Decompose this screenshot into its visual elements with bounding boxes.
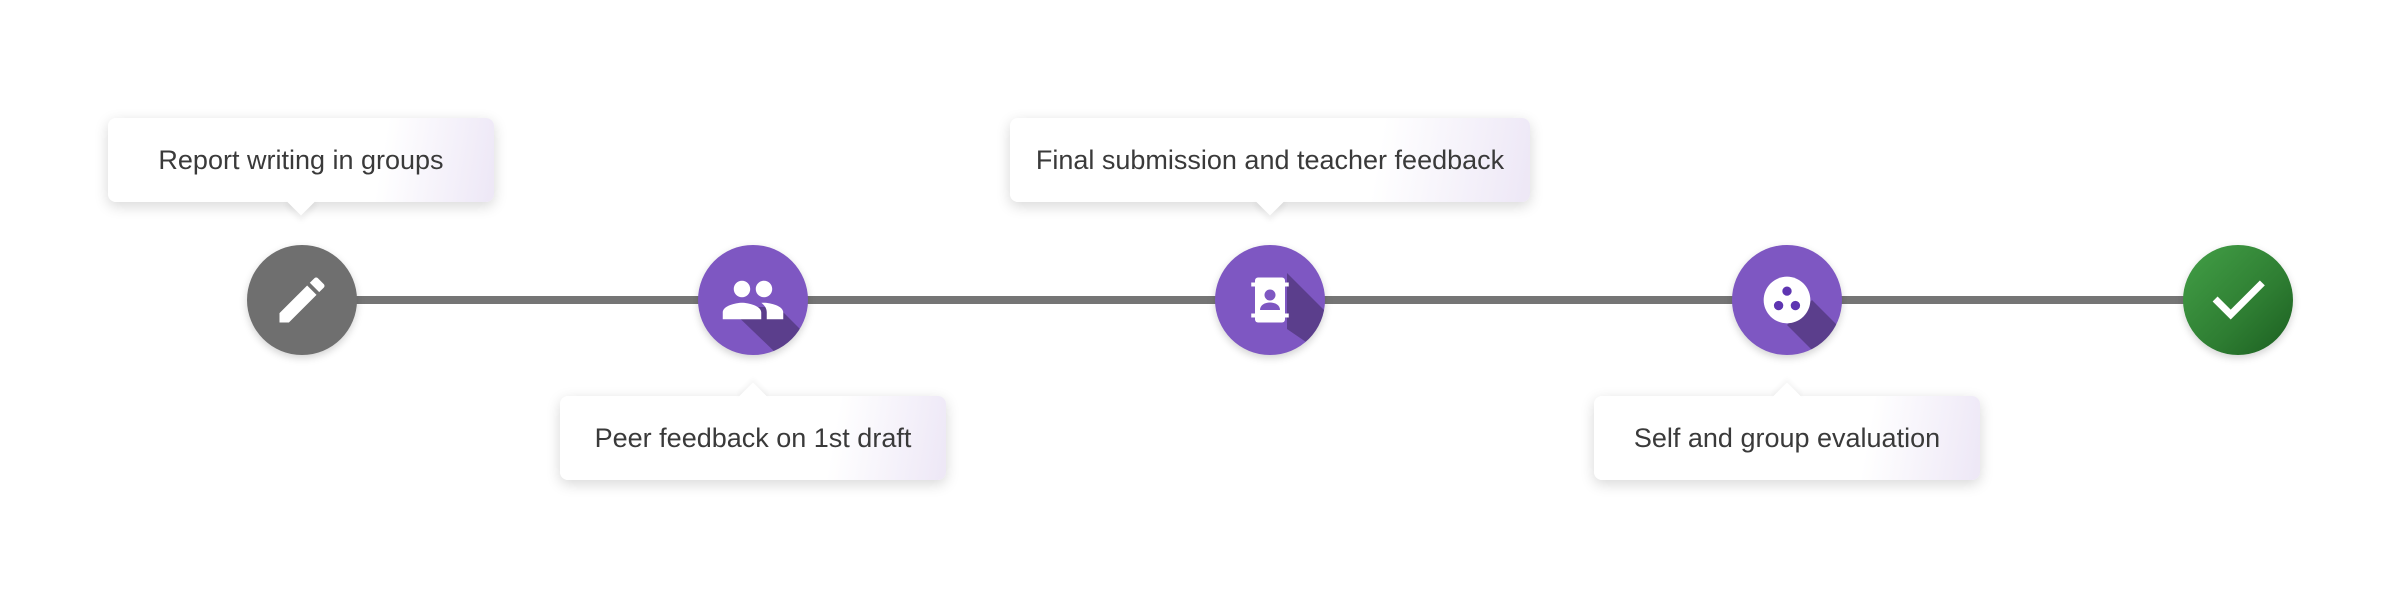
checkmark-icon	[2183, 245, 2293, 355]
long-shadow	[1287, 273, 1325, 355]
step-3-label: Final submission and teacher feedback	[1035, 144, 1505, 175]
step-4-label: Self and group evaluation	[1633, 422, 1941, 453]
step-1-callout: Report writing in groups	[108, 118, 494, 202]
step-2-label: Peer feedback on 1st draft	[594, 422, 912, 453]
step-3-callout: Final submission and teacher feedback	[1010, 118, 1530, 202]
step-1-label: Report writing in groups	[158, 144, 444, 175]
step-5-node[interactable]	[2183, 245, 2293, 355]
group-circle-icon	[1732, 245, 1842, 355]
step-1-node[interactable]	[247, 245, 357, 355]
step-4-callout: Self and group evaluation	[1594, 396, 1980, 480]
contact-card-icon	[1215, 245, 1325, 355]
step-2-callout: Peer feedback on 1st draft	[560, 396, 946, 480]
step-3-node[interactable]	[1215, 245, 1325, 355]
step-2-node[interactable]	[698, 245, 808, 355]
people-icon	[698, 245, 808, 355]
pencil-icon	[247, 245, 357, 355]
step-4-node[interactable]	[1732, 245, 1842, 355]
